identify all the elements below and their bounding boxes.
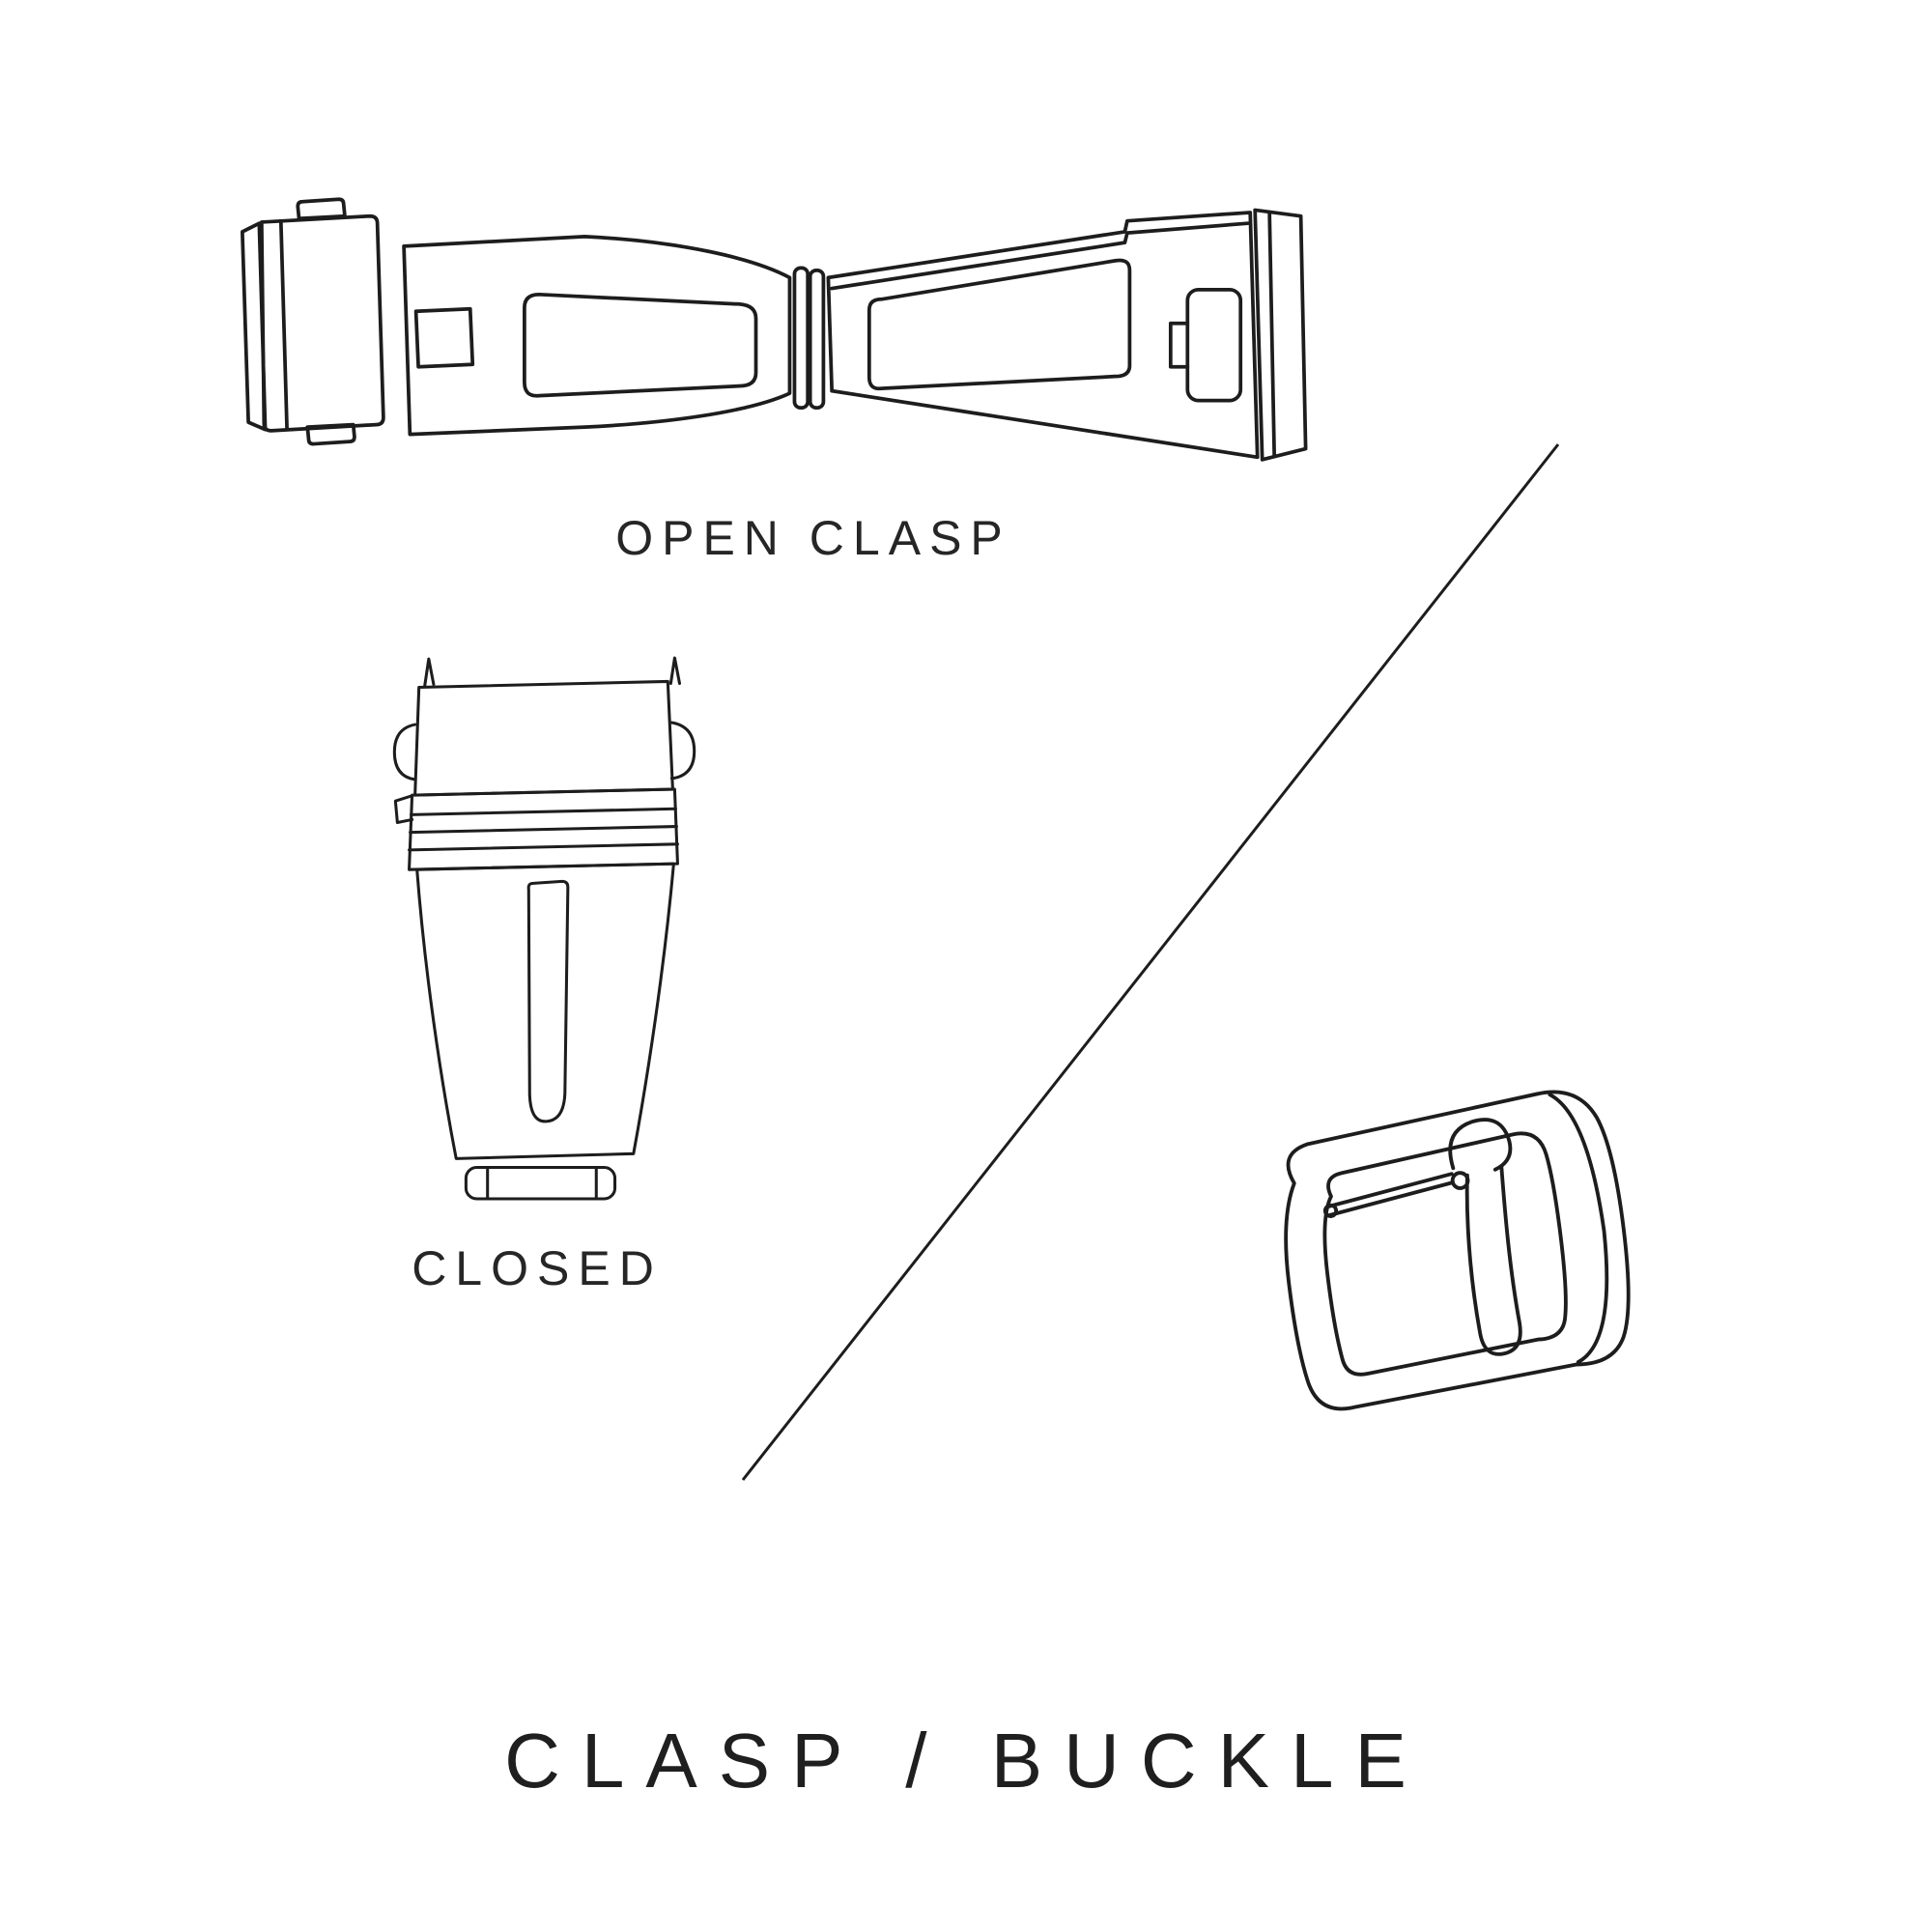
open-clasp-label: OPEN CLASP [615,511,1011,565]
page-title: CLASP / BUCKLE [504,1718,1428,1804]
buckle-drawing [1284,1090,1631,1411]
closed-clasp-label: CLOSED [412,1241,663,1295]
closed-clasp-drawing [392,656,696,1201]
buckle-illustration-icon [1236,1087,1652,1426]
closed-clasp-illustration-icon [382,652,705,1201]
open-clasp-drawing [240,197,1308,462]
open-clasp-illustration-icon [222,184,1309,485]
